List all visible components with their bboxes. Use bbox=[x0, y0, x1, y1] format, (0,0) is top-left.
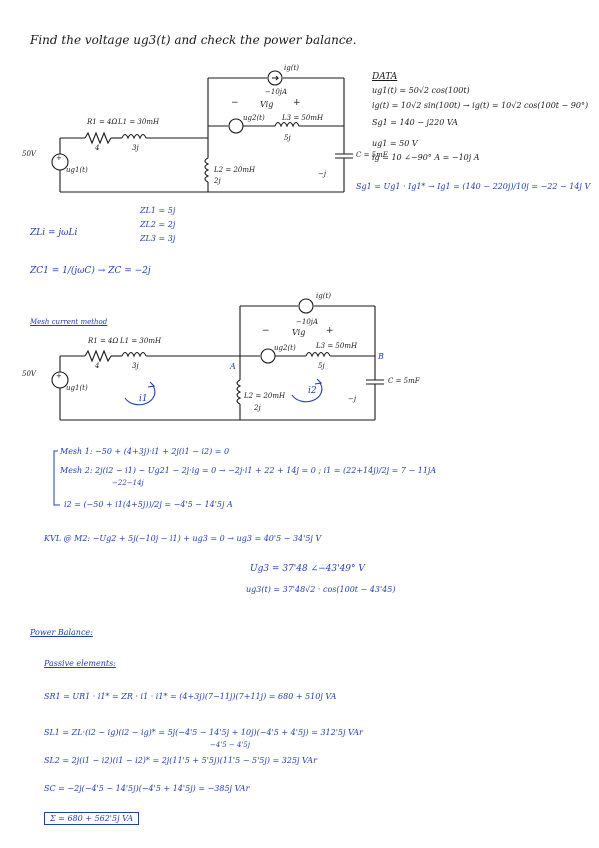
l1-value: 3j bbox=[132, 144, 139, 152]
vig-label-2: Vig bbox=[292, 328, 306, 337]
l3-value-2: 5j bbox=[318, 362, 325, 370]
mesh-method-title: Mesh current method bbox=[30, 318, 108, 326]
i2-equation: i2 = (−50 + i1(4+5j))/2j = −4'5 − 14'5j … bbox=[64, 500, 233, 509]
capacitor-label-2: C = 5mF bbox=[388, 377, 420, 385]
ug2-label: ug2(t) bbox=[243, 114, 265, 122]
l2-value-2: 2j bbox=[254, 404, 261, 412]
ig-value: −10jA bbox=[265, 88, 287, 96]
power-sum-box: Σ = 680 + 562'5j VA bbox=[44, 812, 140, 825]
data-line: Sg1 = Ug1 · Ig1* → Ig1 = (140 − 220j)/10… bbox=[356, 182, 591, 191]
data-line: ig = 10 ∠−90° A = −10j A bbox=[372, 153, 480, 162]
data-line: ig(t) = 10√2 sin(100t) → ig(t) = 10√2 co… bbox=[372, 101, 589, 110]
l2-label: L2 = 20mH bbox=[214, 166, 256, 174]
mesh-current-i1: i1 bbox=[139, 394, 148, 404]
l3-label-2: L3 = 50mH bbox=[316, 342, 358, 350]
resistor-label: R1 = 4Ω bbox=[87, 118, 118, 126]
source-voltage-label: 50V bbox=[22, 150, 36, 158]
svg-text:+: + bbox=[56, 154, 62, 162]
source-name-label: ug1(t) bbox=[66, 166, 88, 174]
power-sl: SL1 = ZL·(i2 − ig)(i2 − ig)* = 5j(−4'5 −… bbox=[44, 728, 363, 737]
l3-value: 5j bbox=[284, 134, 291, 142]
source-voltage-label-2: 50V bbox=[22, 370, 36, 378]
ug2-label-2: ug2(t) bbox=[274, 344, 296, 352]
power-sr: SR1 = UR1 · i1* = ZR · i1 · i1* = (4+3j)… bbox=[44, 692, 337, 701]
capacitor-value-2: −j bbox=[348, 395, 357, 403]
ug3-polar: Ug3 = 37'48 ∠−43'49° V bbox=[250, 564, 365, 574]
vig-plus-2: + bbox=[326, 326, 334, 336]
mesh2-equation: Mesh 2: 2j(i2 − i1) − Ug21 − 2j·ig = 0 →… bbox=[60, 466, 437, 475]
svg-text:+: + bbox=[56, 372, 62, 380]
l3-label: L3 = 50mH bbox=[282, 114, 324, 122]
zc-formula: ZC1 = 1/(jωC) → ZC = −2j bbox=[30, 266, 151, 276]
data-title: DATA bbox=[372, 72, 398, 82]
zl2-value: ZL2 = 2j bbox=[140, 220, 176, 229]
ig-label: ig(t) bbox=[284, 64, 299, 72]
vig-minus: − bbox=[231, 98, 239, 108]
data-line: ug1 = 50 V bbox=[372, 139, 418, 148]
mesh-current-i2: i2 bbox=[308, 386, 317, 396]
l2-label-2: L2 = 20mH bbox=[244, 392, 286, 400]
capacitor-label: C = 5mF bbox=[356, 151, 388, 159]
zl3-value: ZL3 = 3j bbox=[140, 234, 176, 243]
source-name-label-2: ug1(t) bbox=[66, 384, 88, 392]
ug3-time: ug3(t) = 37'48√2 · cos(100t − 43'45) bbox=[246, 585, 396, 594]
power-sc: SC = −2j(−4'5 − 14'5j)(−4'5 + 14'5j) = −… bbox=[44, 784, 250, 793]
node-b-label: B bbox=[378, 352, 384, 361]
kvl-equation: KVL @ M2: −Ug2 + 5j(−10j − i1) + ug3 = 0… bbox=[44, 534, 322, 543]
node-a-label: A bbox=[230, 362, 236, 371]
l1-value-2: 3j bbox=[132, 362, 139, 370]
l1-label: L1 = 30mH bbox=[118, 118, 160, 126]
ug21-note: −22−14j bbox=[112, 479, 144, 487]
ig-value-2: −10jA bbox=[296, 318, 318, 326]
mesh1-equation: Mesh 1: −50 + (4+3j)·i1 + 2j(i1 − i2) = … bbox=[60, 447, 230, 456]
resistor-label-2: R1 = 4Ω bbox=[88, 337, 119, 345]
power-sl2: SL2 = 2j(i1 − i2)(i1 − i2)* = 2j(11'5 + … bbox=[44, 756, 317, 765]
l1-label-2: L1 = 30mH bbox=[120, 337, 162, 345]
l2-value: 2j bbox=[214, 177, 221, 185]
passive-elements-subtitle: Passive elements: bbox=[44, 659, 116, 668]
vig-plus: + bbox=[293, 98, 301, 108]
zl-formula: ZLi = jωLi bbox=[30, 228, 78, 238]
capacitor-value: −j bbox=[318, 170, 327, 178]
zl1-value: ZL1 = 5j bbox=[140, 206, 176, 215]
resistor-value: 4 bbox=[95, 144, 100, 152]
ig-label-2: ig(t) bbox=[316, 292, 331, 300]
data-line: ug1(t) = 50√2 cos(100t) bbox=[372, 86, 470, 95]
power-balance-title: Power Balance: bbox=[30, 628, 93, 637]
data-line: Sg1 = 140 − j220 VA bbox=[372, 118, 458, 127]
vig-minus-2: − bbox=[262, 326, 270, 336]
problem-statement: Find the voltage ug3(t) and check the po… bbox=[30, 33, 357, 47]
power-sl-note: −4'5 − 4'5j bbox=[210, 741, 251, 749]
vig-label: Vig bbox=[260, 100, 274, 109]
resistor-value-2: 4 bbox=[95, 362, 100, 370]
